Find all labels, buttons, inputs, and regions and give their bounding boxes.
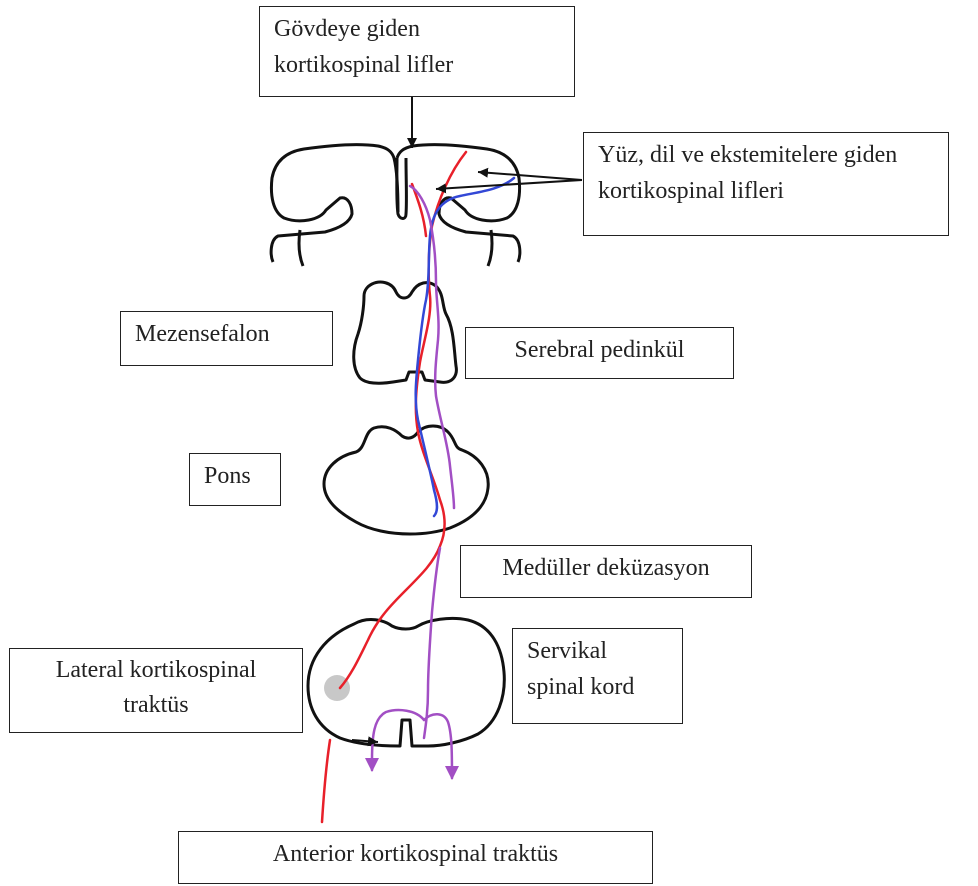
serebral-pedinkul-text: Serebral pedinkül <box>480 332 719 368</box>
mezensefalon-text: Mezensefalon <box>135 316 318 352</box>
mesencephalon-section <box>354 282 457 383</box>
yuz-arrow-upper <box>478 172 582 180</box>
lateral-label-line1: Lateral kortikospinal <box>24 653 288 688</box>
servikal-spinal-kord-label: Servikal spinal kord <box>512 628 683 724</box>
meduller-dekuzasyon-text: Medüller deküzasyon <box>475 550 737 586</box>
anterior-text: Anterior kortikospinal traktüs <box>193 836 638 872</box>
govde-label-line2: kortikospinal lifler <box>274 47 560 83</box>
yuz-label-line1: Yüz, dil ve ekstemitelere giden <box>598 137 934 173</box>
red-tract-branch <box>412 184 426 236</box>
yuz-label: Yüz, dil ve ekstemitelere giden kortikos… <box>583 132 949 236</box>
servikal-label-line1: Servikal <box>527 633 668 669</box>
cerebrum-section <box>271 145 520 266</box>
lateral-kortikospinal-label: Lateral kortikospinal traktüs <box>9 648 303 733</box>
pons-section <box>324 426 488 534</box>
yuz-label-line2: kortikospinal lifleri <box>598 173 934 209</box>
anterior-kortikospinal-label: Anterior kortikospinal traktüs <box>178 831 653 884</box>
serebral-pedinkul-label: Serebral pedinkül <box>465 327 734 379</box>
pons-label: Pons <box>189 453 281 506</box>
mezensefalon-label: Mezensefalon <box>120 311 333 366</box>
lateral-label-line2: traktüs <box>24 688 288 723</box>
govde-label-line1: Gövdeye giden <box>274 11 560 47</box>
meduller-dekuzasyon-label: Medüller deküzasyon <box>460 545 752 598</box>
servikal-label-line2: spinal kord <box>527 669 668 705</box>
purple-tract-left-branch <box>372 710 424 770</box>
longitudinal-fissure <box>397 158 407 219</box>
purple-tract <box>410 186 454 738</box>
pons-text: Pons <box>204 458 266 494</box>
govde-label: Gövdeye giden kortikospinal lifler <box>259 6 575 97</box>
red-tract <box>322 152 466 822</box>
